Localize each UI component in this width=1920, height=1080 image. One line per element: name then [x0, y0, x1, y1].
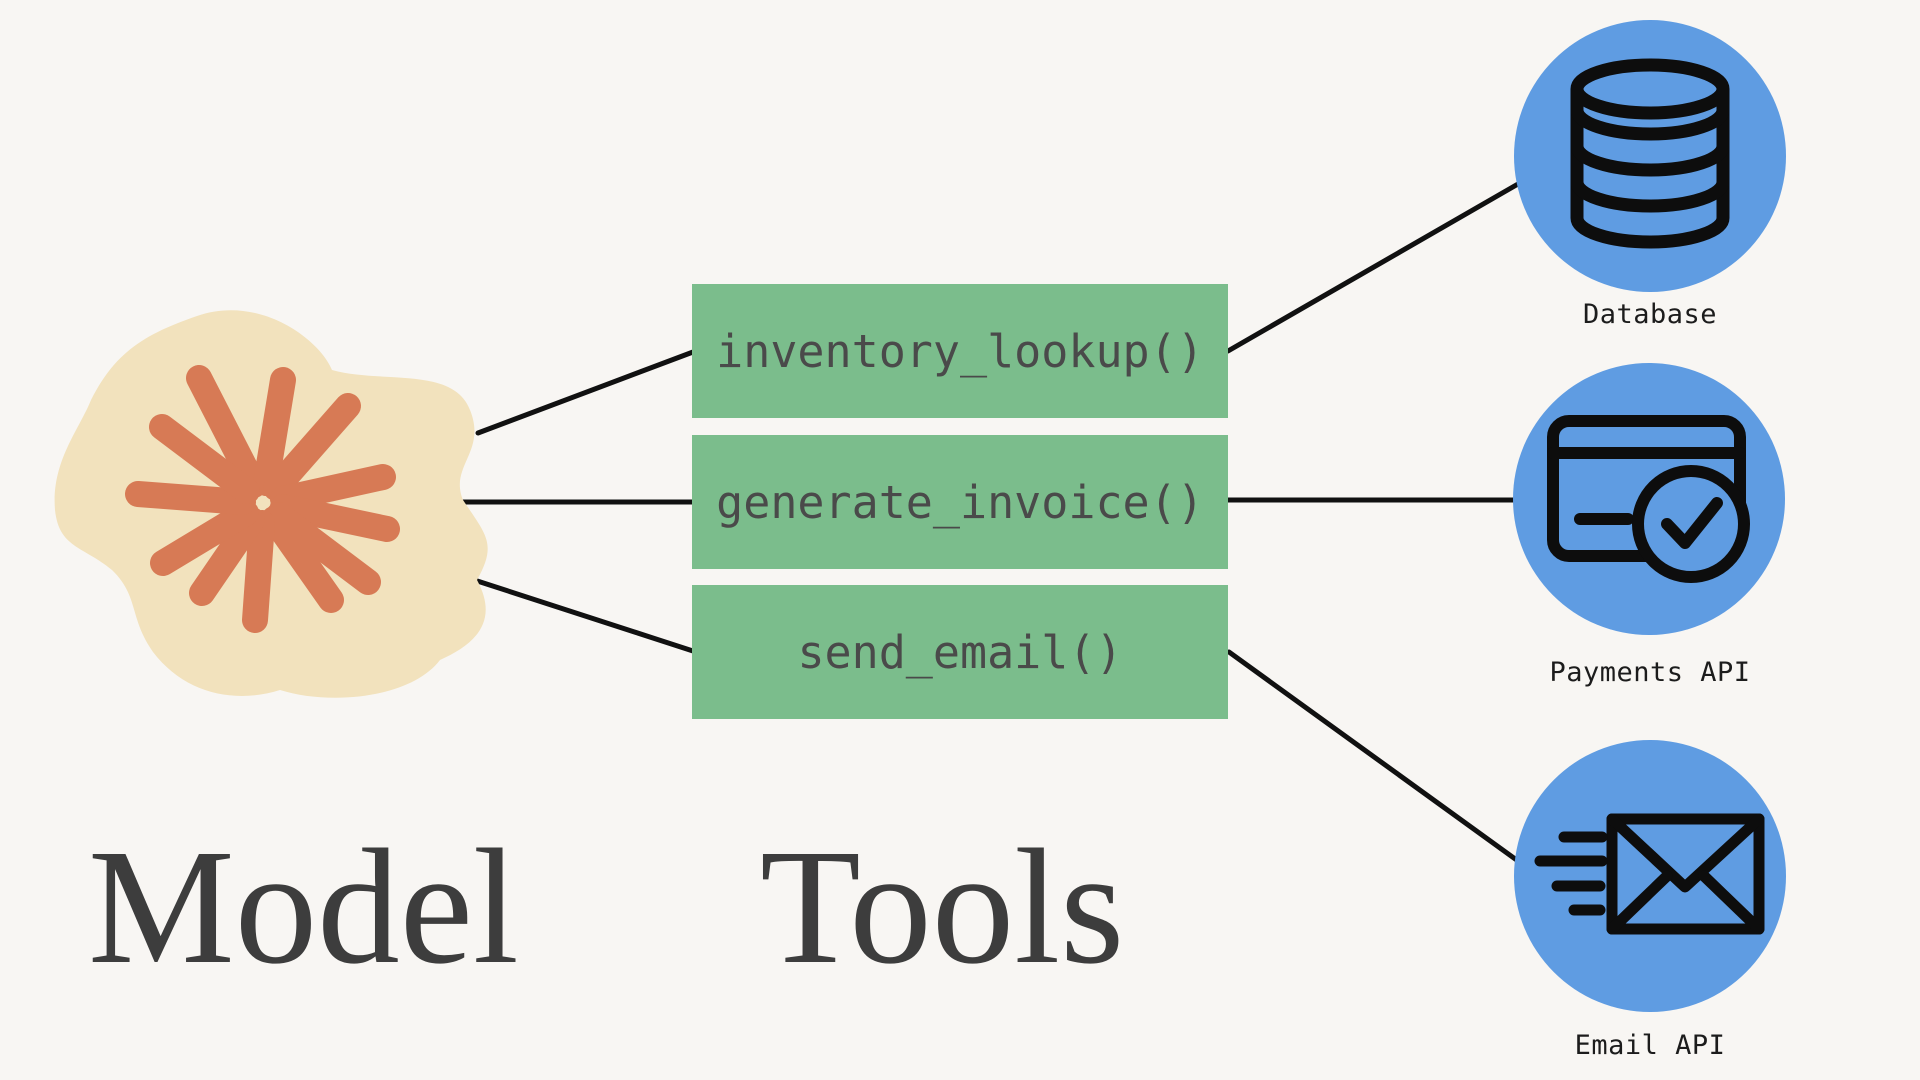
database-icon: [1570, 58, 1730, 248]
model-blob: [54, 310, 488, 698]
email-send-icon: [1534, 813, 1765, 934]
service-circle-payments: [1513, 363, 1785, 635]
service-circle-email: [1514, 740, 1786, 1012]
connector-model-to-inventory: [475, 349, 696, 436]
tool-label: inventory_lookup(): [716, 324, 1204, 378]
tools-heading: Tools: [760, 815, 1125, 998]
tool-box-send-email: send_email(): [692, 585, 1228, 719]
tool-box-inventory-lookup: inventory_lookup(): [692, 284, 1228, 418]
service-label-database: Database: [1582, 299, 1718, 330]
tool-box-generate-invoice: generate_invoice(): [692, 435, 1228, 569]
service-circle-database: [1514, 20, 1786, 292]
service-label-payments: Payments API: [1549, 657, 1751, 688]
tool-label: send_email(): [797, 625, 1123, 679]
model-starburst-icon: [125, 365, 400, 633]
credit-card-check-icon: [1546, 414, 1750, 583]
service-label-email: Email API: [1574, 1030, 1726, 1061]
tool-label: generate_invoice(): [716, 475, 1204, 529]
model-heading: Model: [88, 815, 519, 998]
